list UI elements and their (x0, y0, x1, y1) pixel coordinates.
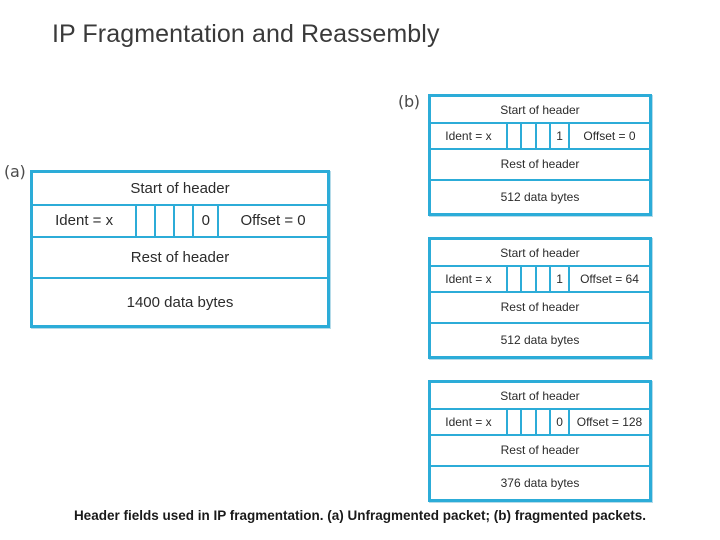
field-rest-of-header: Rest of header (33, 238, 327, 280)
field-blank-1 (508, 267, 523, 291)
field-blank-2 (522, 410, 537, 434)
field-blank-1 (508, 410, 523, 434)
field-offset: Offset = 128 (576, 414, 643, 429)
field-ident: Ident = x (431, 267, 508, 291)
field-blank-2 (156, 205, 176, 236)
field-rest-of-header: Rest of header (431, 436, 649, 467)
field-blank-3 (537, 124, 552, 148)
field-rest-of-header: Rest of header (431, 150, 649, 181)
page-title: IP Fragmentation and Reassembly (52, 20, 440, 48)
group-label-a: (a) (4, 162, 26, 181)
field-more-fragments-flag: 0 (194, 205, 220, 236)
field-blank-3 (175, 205, 195, 236)
packet-fragment-1: Start of header Ident = x 1 Offset = 0 R… (428, 94, 652, 216)
field-flags-row: Ident = x 0 Offset = 0 (33, 205, 327, 238)
field-flags-row: Ident = x 0 Offset = 128 (431, 410, 649, 436)
field-offset: Offset = 0 (583, 128, 636, 143)
field-ident: Ident = x (33, 205, 138, 236)
field-more-fragments-flag: 1 (551, 124, 570, 148)
figure-caption: Header fields used in IP fragmentation. … (73, 508, 647, 523)
field-ident: Ident = x (431, 124, 508, 148)
field-start-of-header: Start of header (431, 240, 649, 268)
field-start-of-header: Start of header (431, 97, 649, 125)
field-data-bytes: 376 data bytes (500, 475, 580, 490)
packet-fragment-2: Start of header Ident = x 1 Offset = 64 … (428, 237, 652, 359)
field-flags-row: Ident = x 1 Offset = 0 (431, 124, 649, 150)
field-blank-1 (508, 124, 523, 148)
field-blank-2 (522, 124, 537, 148)
packet-unfragmented: Start of header Ident = x 0 Offset = 0 R… (30, 170, 330, 328)
field-offset: Offset = 64 (580, 271, 639, 286)
field-flags-row: Ident = x 1 Offset = 64 (431, 267, 649, 293)
field-data-bytes: 512 data bytes (500, 189, 580, 204)
field-ident: Ident = x (431, 410, 508, 434)
field-blank-2 (522, 267, 537, 291)
field-offset: Offset = 0 (240, 212, 306, 230)
field-blank-1 (137, 205, 157, 236)
group-label-b: (b) (398, 92, 420, 111)
field-start-of-header: Start of header (431, 383, 649, 411)
field-more-fragments-flag: 0 (551, 410, 570, 434)
field-blank-3 (537, 267, 552, 291)
field-blank-3 (537, 410, 552, 434)
field-rest-of-header: Rest of header (431, 293, 649, 324)
packet-fragment-3: Start of header Ident = x 0 Offset = 128… (428, 380, 652, 502)
field-start-of-header: Start of header (33, 173, 327, 206)
field-more-fragments-flag: 1 (551, 267, 570, 291)
field-data-bytes: 512 data bytes (500, 332, 580, 347)
field-data-bytes: 1400 data bytes (126, 293, 234, 311)
